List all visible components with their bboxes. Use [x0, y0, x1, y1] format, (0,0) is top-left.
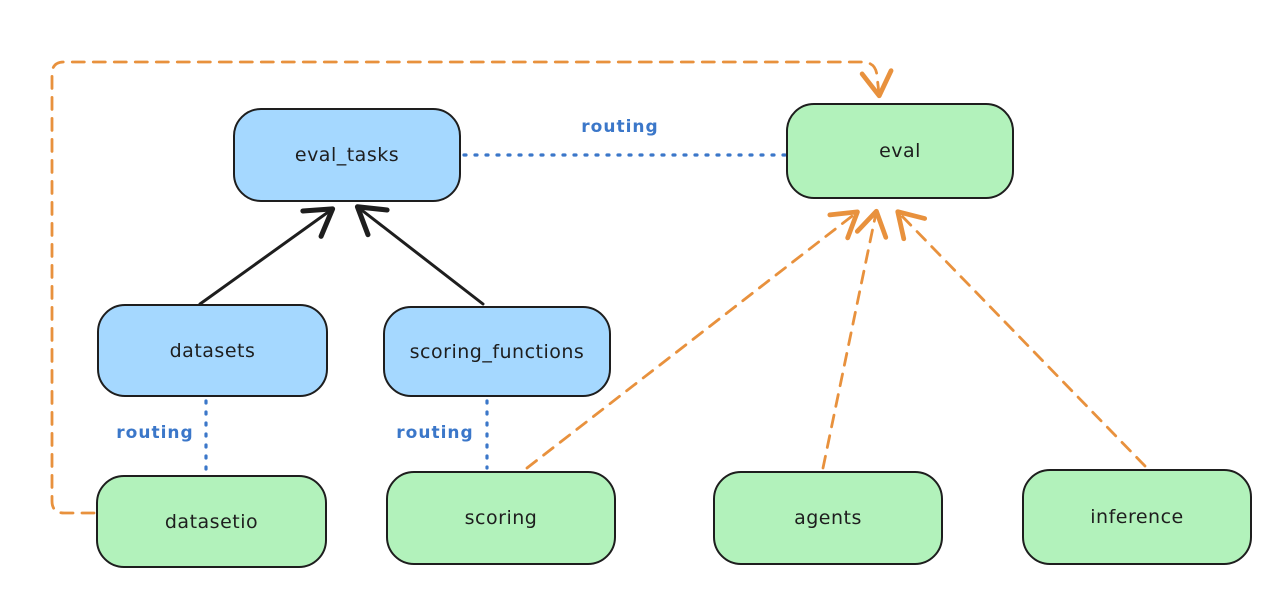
node-scoring-label: scoring — [464, 507, 538, 529]
node-eval: eval — [786, 103, 1014, 199]
routing-label-datasets-datasetio: routing — [116, 423, 194, 443]
routing-label-eval_tasks-eval: routing — [581, 117, 659, 137]
node-eval-label: eval — [879, 140, 921, 162]
edge-agents-to-eval-dashed-arrow — [821, 208, 889, 470]
node-datasets: datasets — [97, 304, 328, 397]
node-agents: agents — [713, 471, 943, 565]
node-scoring_functions-label: scoring_functions — [409, 340, 585, 363]
routing-label-scoring_functions-scoring: routing — [396, 423, 474, 443]
edge-scoring_functions-to-eval_tasks-arrow — [354, 204, 485, 306]
node-eval_tasks: eval_tasks — [233, 108, 461, 202]
node-datasetio-label: datasetio — [164, 510, 259, 533]
edge-datasetio-to-eval-dashed-arrow — [50, 60, 894, 515]
node-datasetio: datasetio — [96, 475, 327, 568]
node-eval_tasks-label: eval_tasks — [294, 144, 400, 166]
node-inference-label: inference — [1090, 506, 1184, 528]
node-scoring_functions: scoring_functions — [383, 306, 611, 397]
node-agents-label: agents — [794, 507, 862, 529]
edge-datasets-to-eval_tasks-arrow — [198, 206, 336, 306]
node-inference: inference — [1022, 469, 1252, 565]
node-datasets-label: datasets — [169, 339, 256, 362]
edge-scoring-to-eval-dashed-arrow — [525, 209, 860, 470]
node-scoring: scoring — [386, 471, 616, 565]
edge-inference-to-eval-dashed-arrow — [895, 209, 1147, 468]
